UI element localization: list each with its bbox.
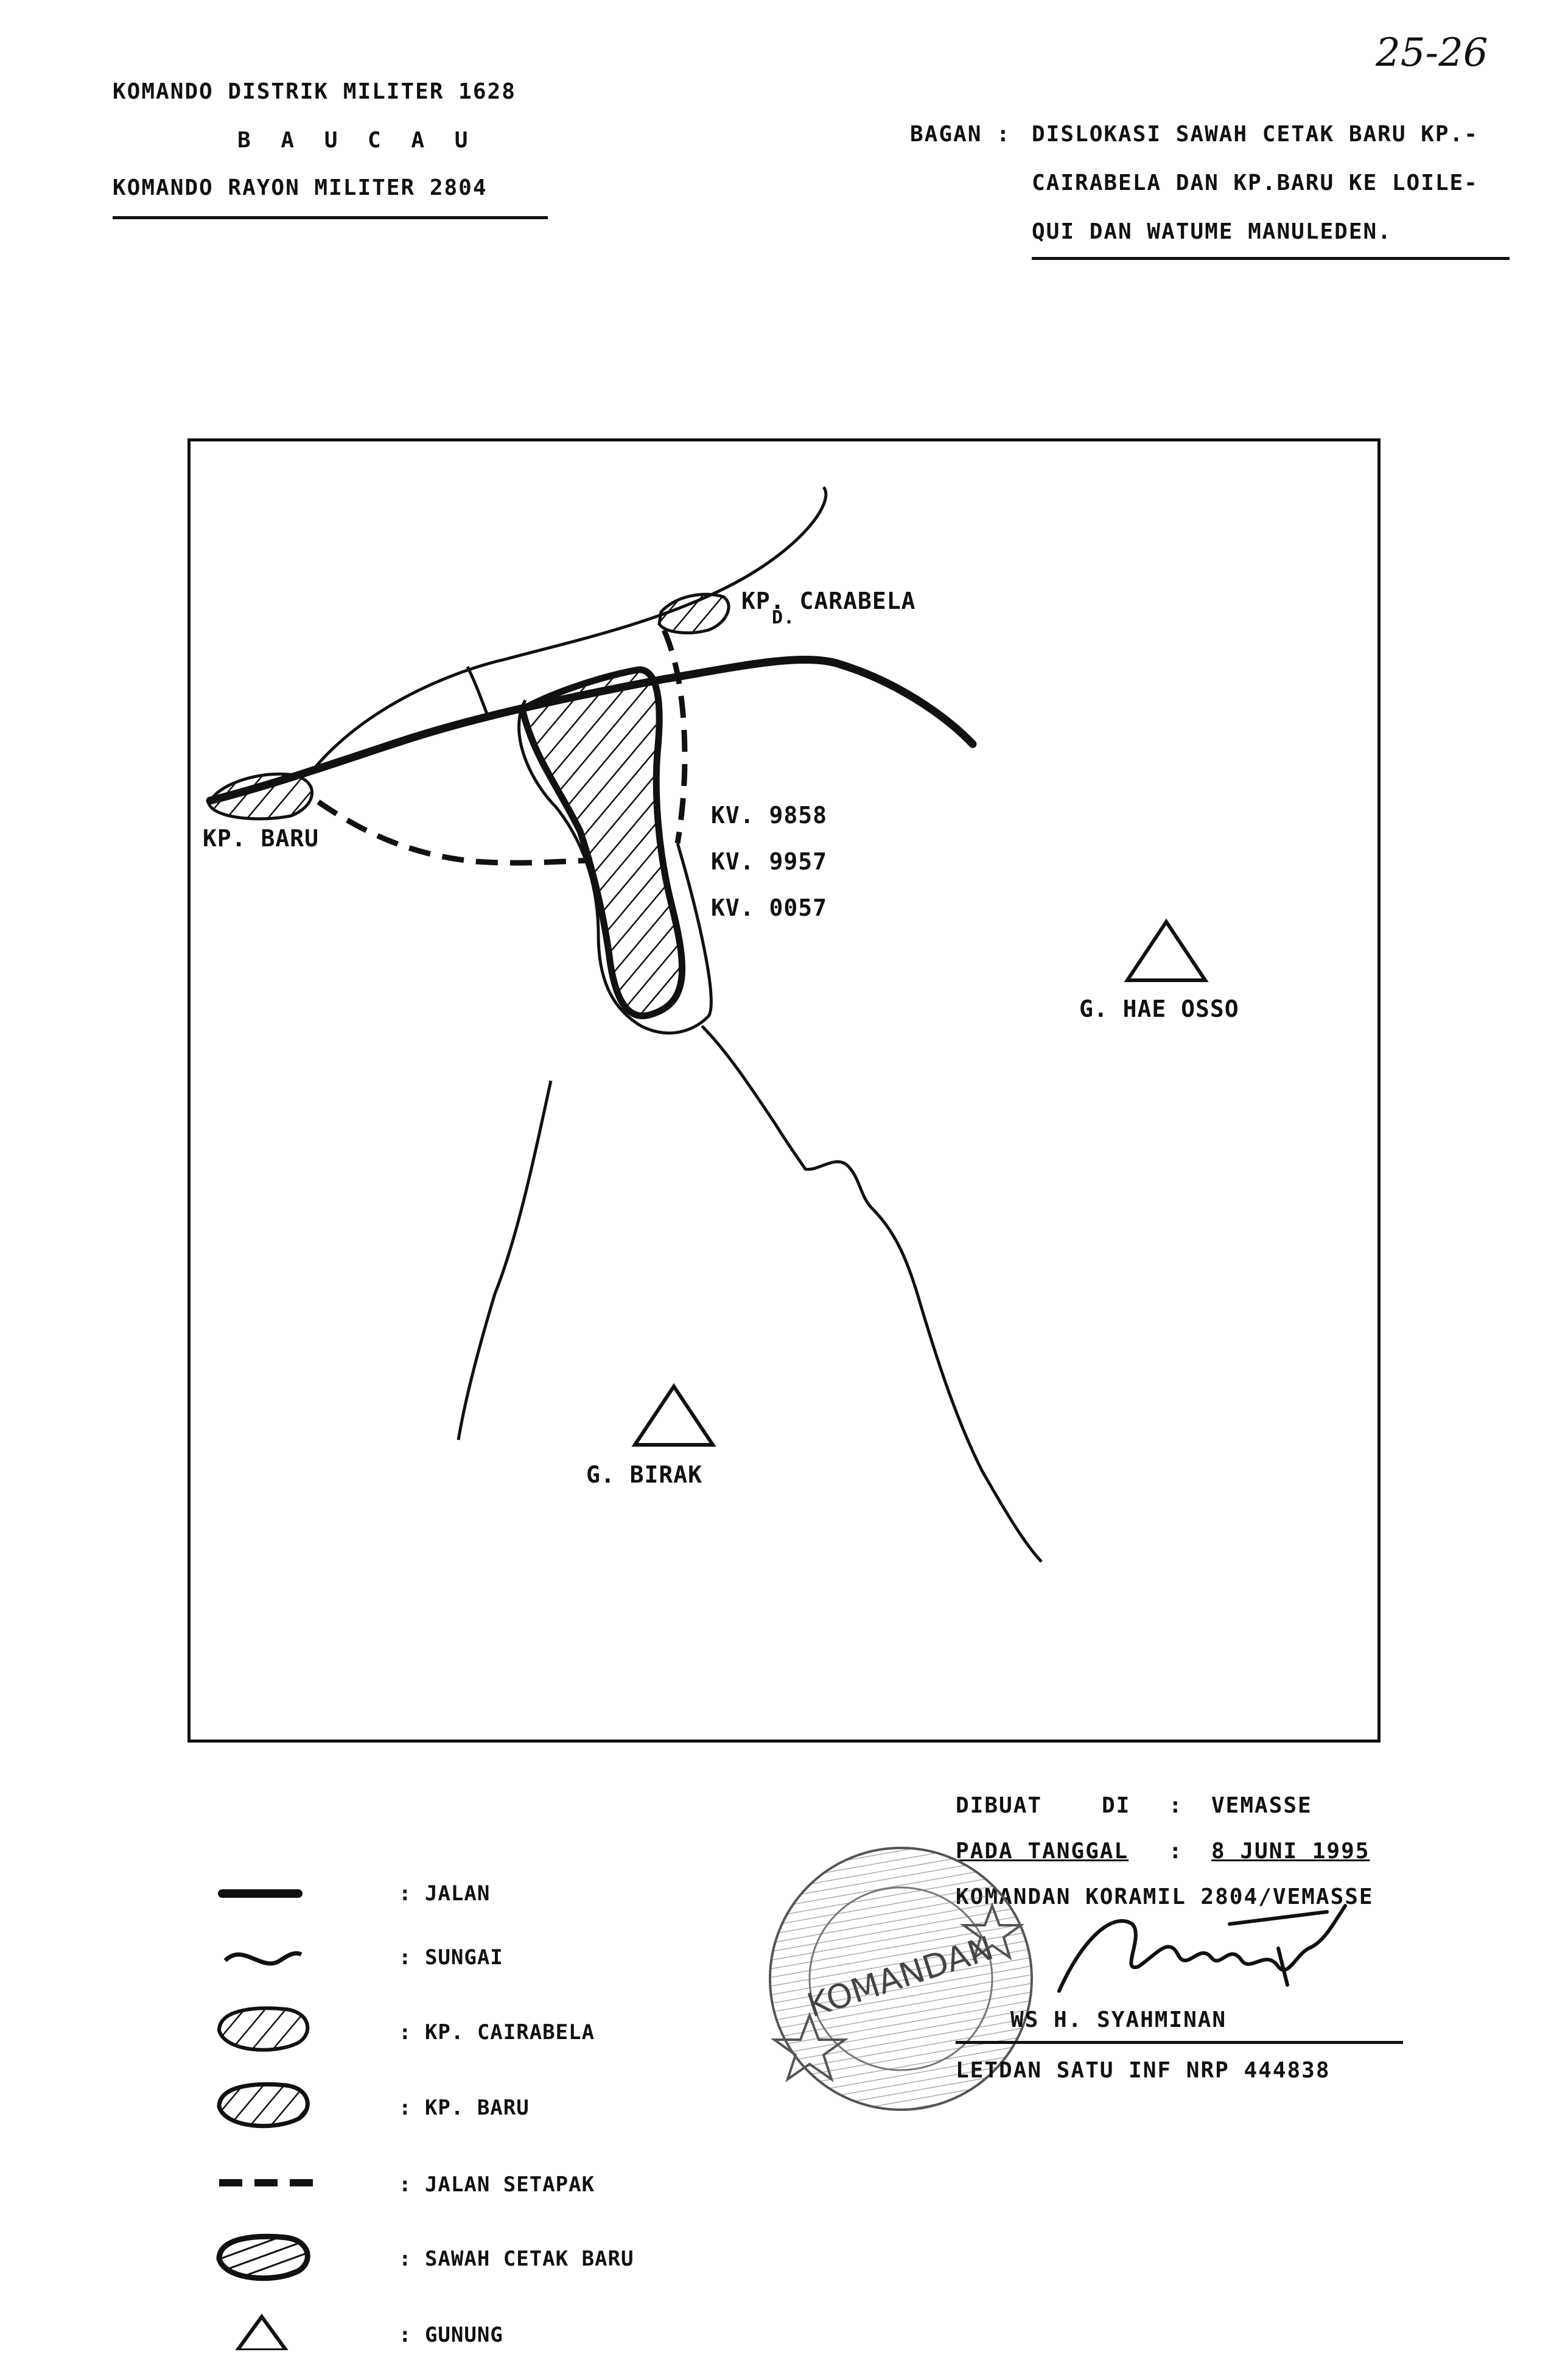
legend-label-kp-baru: : KP. BARU xyxy=(399,2096,530,2120)
legend-symbols xyxy=(216,1889,317,2350)
signature-rule xyxy=(956,2041,1403,2044)
footpath-west xyxy=(317,799,593,866)
signatory-name: WS H. SYAHMINAN xyxy=(1010,2007,1227,2032)
ridge-east xyxy=(701,1025,1043,1563)
header-line-1: KOMANDO DISTRIK MILITER 1628 xyxy=(113,79,516,104)
legend-label-sungai: : SUNGAI xyxy=(399,1945,503,1970)
legend-label-jalan-setapak: : JALAN SETAPAK xyxy=(399,2172,595,2197)
legend-label-jalan: : JALAN xyxy=(399,1881,491,1906)
title-underline xyxy=(1032,257,1510,260)
tanggal-sep: : xyxy=(1169,1839,1183,1864)
signatory-rank: LETDAN SATU INF NRP 444838 xyxy=(956,2058,1331,2083)
ridge-west xyxy=(457,1080,553,1441)
title-line-3: QUI DAN WATUME MANULEDEN. xyxy=(1032,219,1392,244)
title-line-1: DISLOKASI SAWAH CETAK BARU KP.- xyxy=(1032,122,1479,147)
kp-baru-ellipse xyxy=(207,772,313,821)
label-kp-carabela: KP. CARABELA xyxy=(741,588,916,614)
dibuat-value: VEMASSE xyxy=(1211,1793,1312,1818)
legend-label-sawah: : SAWAH CETAK BARU xyxy=(399,2247,634,2271)
label-kv-9858: KV. 9858 xyxy=(711,802,828,829)
dibuat-di: DI xyxy=(1102,1793,1131,1818)
label-g-birak: G. BIRAK xyxy=(586,1461,703,1488)
header-underline xyxy=(113,216,548,219)
kp-carabela-ellipse xyxy=(657,592,730,634)
legend-label-gunung: : GUNUNG xyxy=(399,2323,503,2347)
valley-outline xyxy=(517,699,713,1035)
legend-label-kp-cairabela: : KP. CAIRABELA xyxy=(399,2020,595,2045)
footpath-east xyxy=(661,629,688,844)
label-g-hae-osso: G. HAE OSSO xyxy=(1079,995,1239,1022)
tanggal-label: PADA TANGGAL xyxy=(956,1839,1129,1864)
map-frame: KP. CARABELA D. KP. BARU KV. 9858 KV. 99… xyxy=(187,438,1381,1743)
title-line-2: CAIRABELA DAN KP.BARU KE LOILE- xyxy=(1032,170,1479,195)
label-kp-carabela-sub: D. xyxy=(772,607,796,628)
signature xyxy=(1057,1904,1347,1993)
mountain-hae-osso-icon xyxy=(1124,918,1209,982)
dibuat-sep: : xyxy=(1169,1793,1183,1818)
map-drawing xyxy=(206,486,1209,1563)
dibuat-label: DIBUAT xyxy=(956,1793,1043,1818)
label-kp-baru: KP. BARU xyxy=(203,825,320,852)
title-prefix: BAGAN : xyxy=(910,122,1011,147)
header-line-3: KOMANDO RAYON MILITER 2804 xyxy=(113,175,488,200)
river-branch xyxy=(466,665,491,719)
river-line xyxy=(308,486,828,776)
sawah-area xyxy=(518,666,686,1019)
position-title: KOMANDAN KORAMIL 2804/VEMASSE xyxy=(956,1884,1374,1909)
official-stamp: KOMANDAN xyxy=(769,1847,1033,2111)
label-kv-9957: KV. 9957 xyxy=(711,848,828,875)
mountain-birak-icon xyxy=(631,1383,716,1447)
village-hatched-icon xyxy=(217,2082,310,2129)
mountain-triangle-icon xyxy=(235,2313,289,2350)
page-number: 25-26 xyxy=(1376,30,1488,75)
header-line-2: B A U C A U xyxy=(237,128,477,153)
ricefield-hatched-icon xyxy=(216,2233,310,2281)
river-line-icon xyxy=(223,1951,303,1966)
label-kv-0057: KV. 0057 xyxy=(711,894,828,921)
tanggal-value: 8 JUNI 1995 xyxy=(1211,1839,1370,1864)
village-ellipse-icon xyxy=(217,2006,310,2052)
